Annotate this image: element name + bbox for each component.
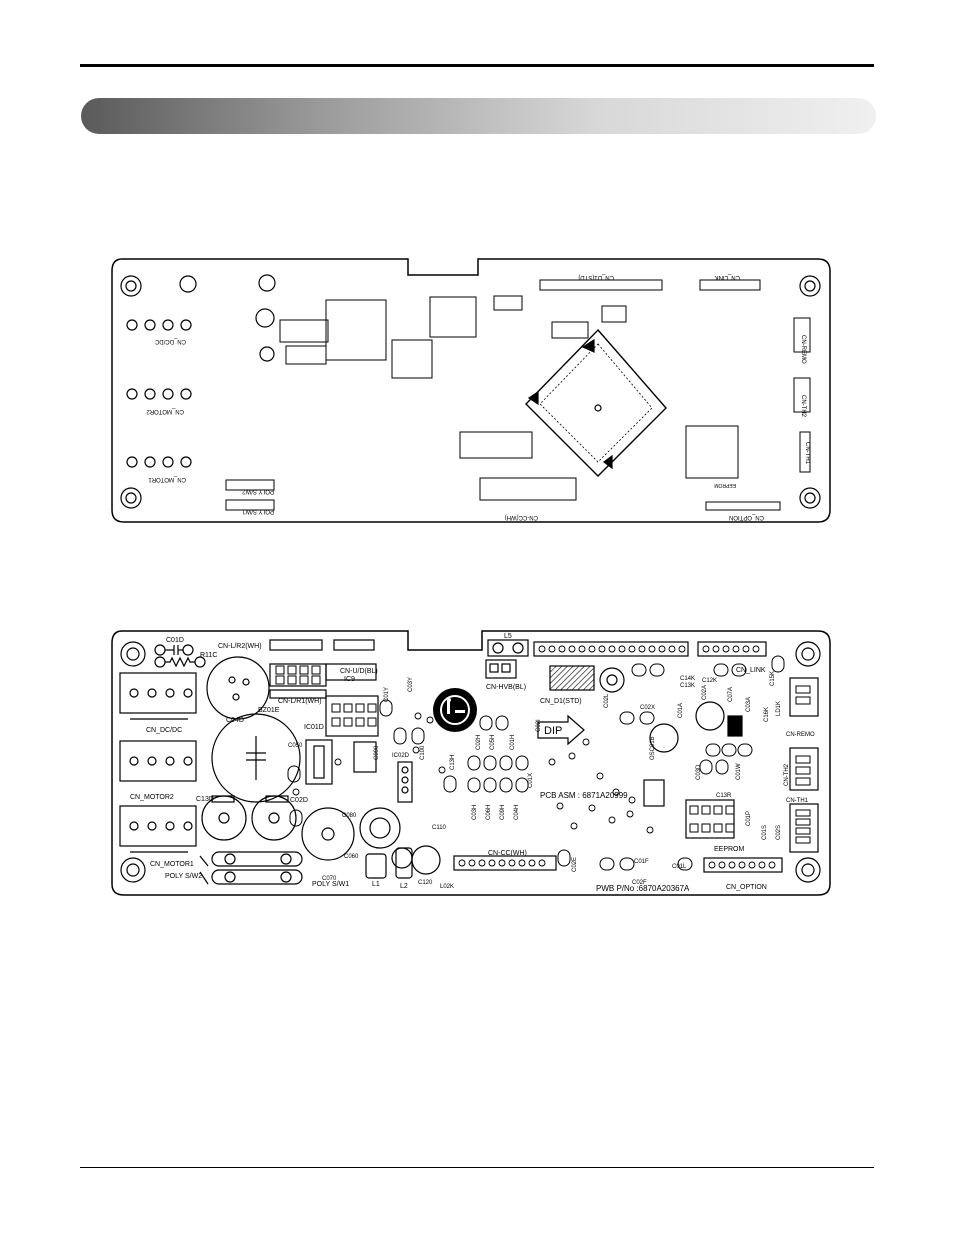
label-c02f: C02F	[632, 880, 647, 886]
label-c02d: C02D	[290, 797, 308, 804]
label-c09h: C09H	[500, 805, 506, 820]
label-c03h: C03H	[472, 805, 478, 820]
label-c01x: C01X	[528, 773, 534, 788]
label-cn-cc: CN-CC(WH)	[505, 514, 538, 520]
label-c12k: C12K	[702, 678, 717, 684]
pcb-component-side-board	[111, 630, 831, 896]
label-pcb-asm: PCB ASM : 6871A20999	[540, 791, 628, 800]
label-cn-motor1: CN_MOTOR1	[148, 476, 186, 482]
label-osc01b: OSC01B	[650, 736, 656, 760]
label-c15k: C15K	[770, 671, 776, 686]
label-cn-dc: CN_DC/DC	[154, 338, 186, 344]
label-eeprom: EEPROM	[714, 482, 736, 488]
label-c01h: C01H	[510, 735, 516, 750]
label-c06h: C06H	[486, 805, 492, 820]
label-cn-th2: CN-TH2	[800, 395, 806, 418]
label-c01f: C01F	[634, 859, 649, 865]
label-cn-th2: CN-TH2	[784, 763, 790, 786]
label-c01l: C01L	[672, 864, 687, 870]
top-board-labels: CN-REMO CN-TH2 CN-TH1 CN_LINK CN_D1(STD)…	[146, 274, 810, 520]
label-c01a: C01A	[678, 703, 684, 718]
label-c13d: C13D	[196, 796, 214, 803]
label-poly-sw2: POLY S/W2	[165, 873, 202, 880]
label-c060: C060	[344, 854, 359, 860]
label-c02l: C02L	[604, 693, 610, 708]
label-c02a: C02A	[702, 685, 708, 700]
label-c070: C070	[322, 876, 337, 882]
label-c04d: C04D	[226, 717, 244, 724]
label-c01d: C01D	[166, 637, 184, 644]
label-c01y: C01Y	[384, 687, 390, 702]
footer-rule	[80, 1167, 874, 1168]
label-c03a: C03A	[746, 697, 752, 712]
label-l2: L2	[400, 883, 408, 890]
label-c03y: C03Y	[408, 677, 414, 692]
label-cn-d1: CN_D1(STD)	[578, 274, 614, 280]
label-c13h: C13H	[450, 755, 456, 770]
label-cn-lr1: CN-L/R1(WH)	[278, 698, 322, 705]
label-c01p: C01P	[746, 811, 752, 826]
label-cn-option: CN_OPTION	[729, 514, 764, 520]
label-cn-motor2: CN_MOTOR2	[130, 794, 174, 801]
label-eeprom: EEPROM	[714, 846, 745, 853]
label-cn-lr2: CN-L/R2(WH)	[218, 643, 262, 650]
label-l02k: L02K	[440, 884, 454, 890]
label-ic9: IC9	[344, 676, 355, 683]
label-c090: C090	[374, 745, 380, 760]
label-c16k: C16K	[764, 707, 770, 722]
label-c110: C110	[432, 825, 447, 831]
label-ic02d: IC02D	[392, 753, 410, 759]
label-poly-sw1: POLY S/W1	[242, 508, 274, 514]
label-cn-link: CN_LINK	[715, 274, 740, 280]
label-poly-sw1: POLY S/W1	[312, 881, 349, 888]
label-c02x: C02X	[640, 705, 655, 711]
label-c080: C080	[342, 813, 357, 819]
label-poly-sw2: POLY S/W2	[242, 488, 274, 494]
label-c13k: C13K	[680, 683, 695, 689]
label-cn-hvb: CN-HVB(BL)	[486, 684, 526, 691]
bottom-board-labels: C01D R11C CN-L/R2(WH) CN-U/D(BL) CN-L/R1…	[130, 633, 815, 893]
label-cn-d1: CN_D1(STD)	[540, 698, 582, 705]
pcb-solder-side-board	[111, 258, 831, 523]
label-cn-th1: CN-TH1	[804, 442, 810, 465]
label-cn-dc: CN_DC/DC	[146, 727, 182, 734]
label-c14k: C14K	[680, 676, 695, 682]
label-ld1k: LD1K	[776, 701, 782, 716]
header-rule	[80, 64, 874, 67]
label-cn-ud: CN-U/D(BL)	[340, 668, 378, 675]
label-bz01e: BZ01E	[258, 707, 280, 714]
label-pwb: PWB P/No :6870A20367A	[596, 884, 690, 893]
label-c02e: C02E	[572, 857, 578, 872]
label-c13r: C13R	[716, 793, 732, 799]
label-c07a: C07A	[728, 687, 734, 702]
label-c100: C100	[420, 745, 426, 760]
label-cn-option: CN_OPTION	[726, 884, 767, 891]
label-cn-remo: CN-REMO	[786, 732, 815, 738]
label-dip: DIP	[544, 725, 562, 737]
label-c02i: C02I	[536, 719, 542, 732]
label-c01s: C01S	[762, 825, 768, 840]
label-cn-link: CN_LINK	[736, 667, 766, 674]
label-c120: C120	[418, 880, 433, 886]
label-c04h: C04H	[514, 805, 520, 820]
label-cn-remo: CN-REMO	[800, 335, 806, 364]
label-ic01d: IC01D	[304, 724, 324, 731]
label-r11c: R11C	[200, 652, 217, 659]
label-c050: C050	[288, 743, 303, 749]
label-c02h: C02H	[476, 735, 482, 750]
label-cn-motor1: CN_MOTOR1	[150, 861, 194, 868]
label-c03d: C03D	[696, 764, 702, 780]
label-cn-cc: CN-CC(WH)	[488, 850, 527, 857]
label-cn-motor2: CN_MOTOR2	[146, 408, 184, 414]
section-banner	[81, 98, 876, 134]
label-c05h: C05H	[490, 735, 496, 750]
label-cn-th1: CN-TH1	[786, 798, 809, 804]
label-l5: L5	[504, 633, 512, 640]
label-l1: L1	[372, 881, 380, 888]
label-c02s: C02S	[776, 825, 782, 840]
label-c01w: C01W	[736, 763, 742, 780]
